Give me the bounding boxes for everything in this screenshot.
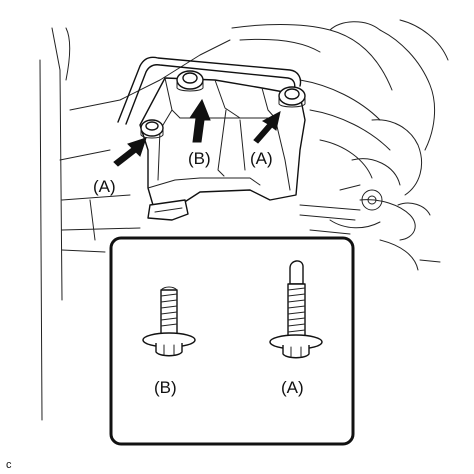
callout-a-left: (A) [93, 177, 116, 196]
inset-label-b: (B) [154, 378, 177, 397]
callout-b: (B) [188, 149, 211, 168]
engine-mount-bracket [139, 77, 306, 221]
bolt-reference-inset: (B) (A) [109, 236, 355, 446]
bolt-a-left-installed [140, 119, 164, 139]
bolt-a-right-installed [278, 86, 306, 108]
black-arrow-icon [253, 111, 281, 144]
black-arrow-icon [113, 137, 147, 167]
black-arrow-icon [189, 98, 211, 143]
inset-label-a: (A) [281, 378, 304, 397]
rod-assembly [117, 56, 302, 125]
callout-a-right: (A) [250, 149, 273, 168]
background-structure [39, 19, 449, 421]
corner-mark: c [6, 459, 12, 471]
flange-bolt-icon [269, 260, 323, 359]
flange-bolt-icon [142, 286, 196, 357]
bolt-b-installed [176, 70, 204, 92]
